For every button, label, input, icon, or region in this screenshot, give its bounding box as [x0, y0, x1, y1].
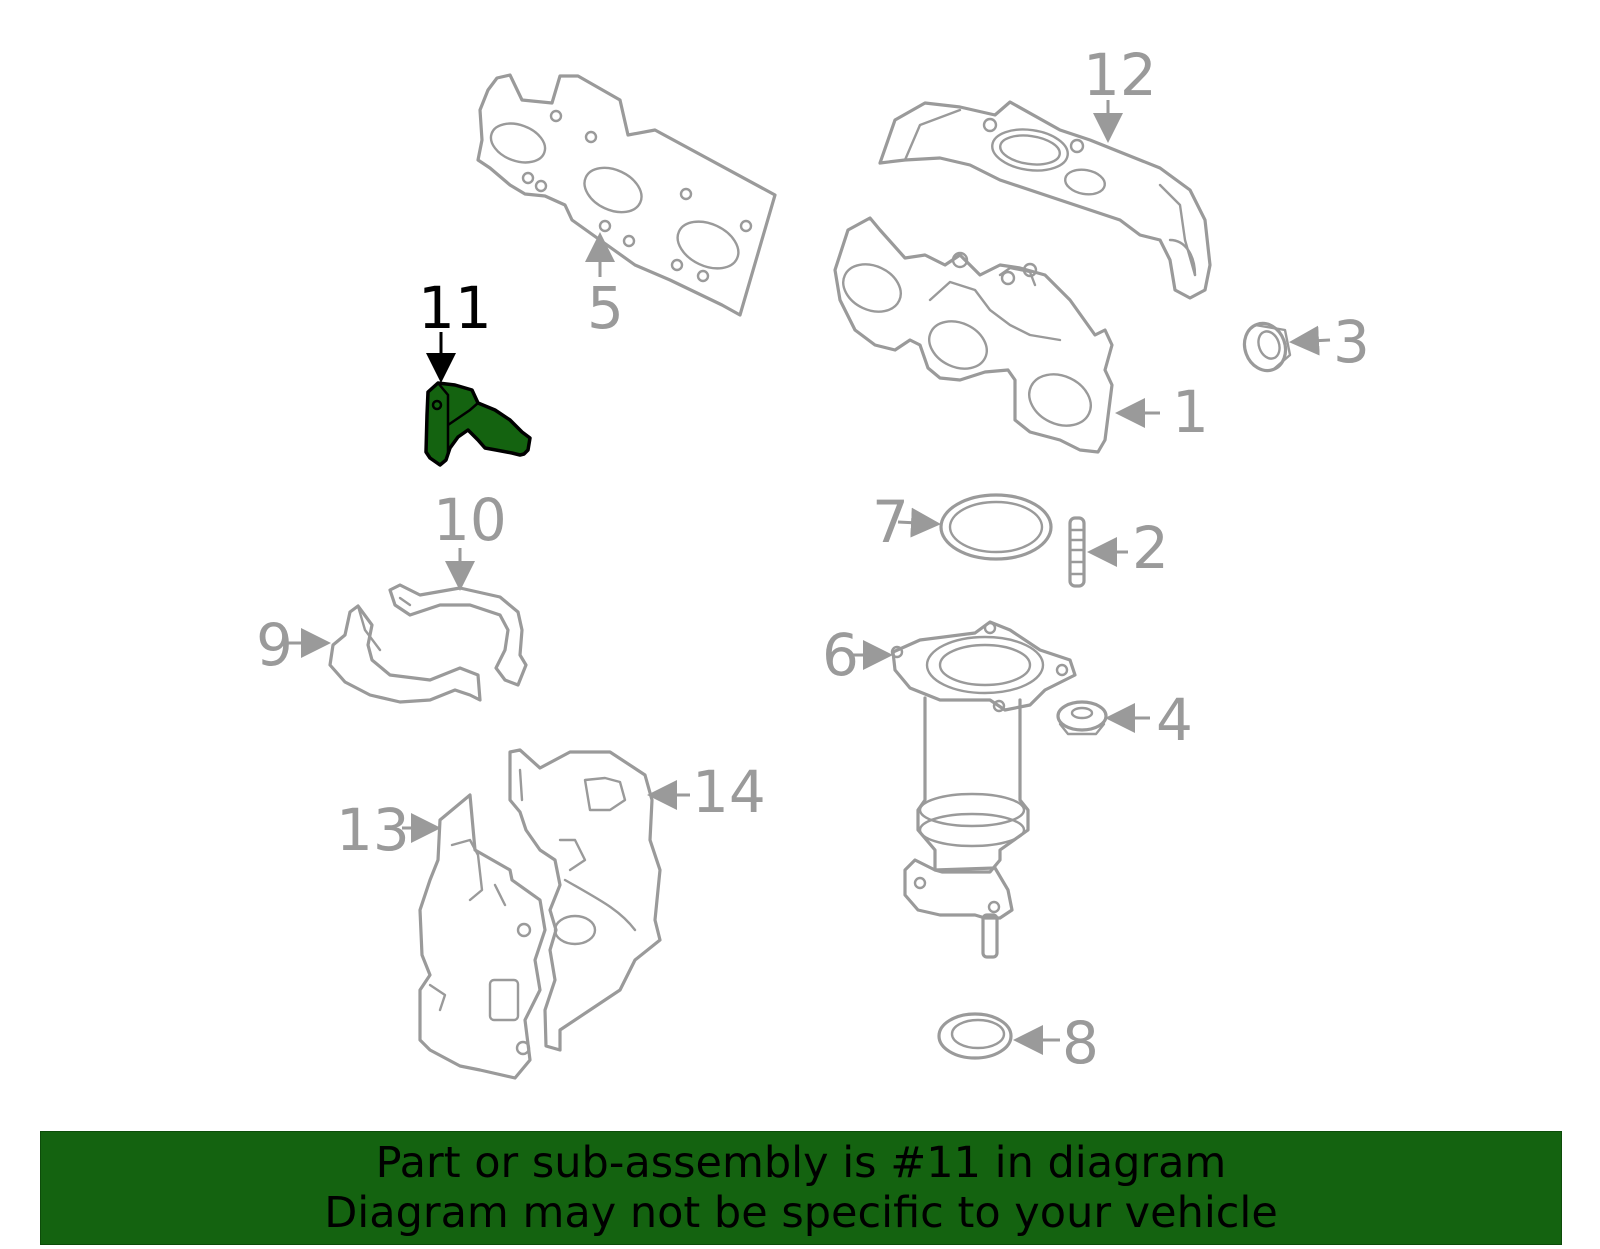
part-4-nut[interactable] [1056, 700, 1108, 736]
callout-6: 6 [822, 621, 859, 689]
callout-5: 5 [587, 274, 624, 342]
callout-12: 12 [1083, 41, 1157, 109]
callout-1: 1 [1172, 378, 1209, 446]
part-6-catalytic-converter[interactable] [890, 620, 1077, 959]
part-1-exhaust-manifold[interactable] [833, 216, 1114, 454]
banner-line-2: Diagram may not be specific to your vehi… [324, 1188, 1278, 1238]
part-13-heat-shield[interactable] [418, 793, 547, 1080]
part-12-heat-shield[interactable] [878, 100, 1212, 300]
part-14-heat-shield[interactable] [508, 748, 662, 1052]
callout-14: 14 [692, 758, 766, 826]
part-2-stud[interactable] [1068, 516, 1086, 588]
callout-10: 10 [433, 486, 507, 554]
callout-4: 4 [1156, 686, 1193, 754]
callout-13: 13 [336, 796, 410, 864]
part-5-gasket[interactable] [476, 73, 777, 317]
callout-8: 8 [1062, 1009, 1099, 1077]
part-8-gasket[interactable] [937, 1012, 1013, 1060]
callout-3: 3 [1333, 308, 1370, 376]
info-banner: Part or sub-assembly is #11 in diagram D… [40, 1131, 1562, 1245]
part-9-clamp[interactable] [328, 604, 482, 704]
part-3-nut[interactable] [1238, 318, 1292, 377]
callout-7: 7 [872, 488, 909, 556]
banner-line-1: Part or sub-assembly is #11 in diagram [375, 1138, 1227, 1188]
part-11-bracket[interactable] [424, 381, 532, 467]
part-7-gasket[interactable] [939, 493, 1053, 561]
callout-2: 2 [1132, 514, 1169, 582]
callout-11: 11 [418, 274, 492, 342]
callout-9: 9 [256, 611, 293, 679]
